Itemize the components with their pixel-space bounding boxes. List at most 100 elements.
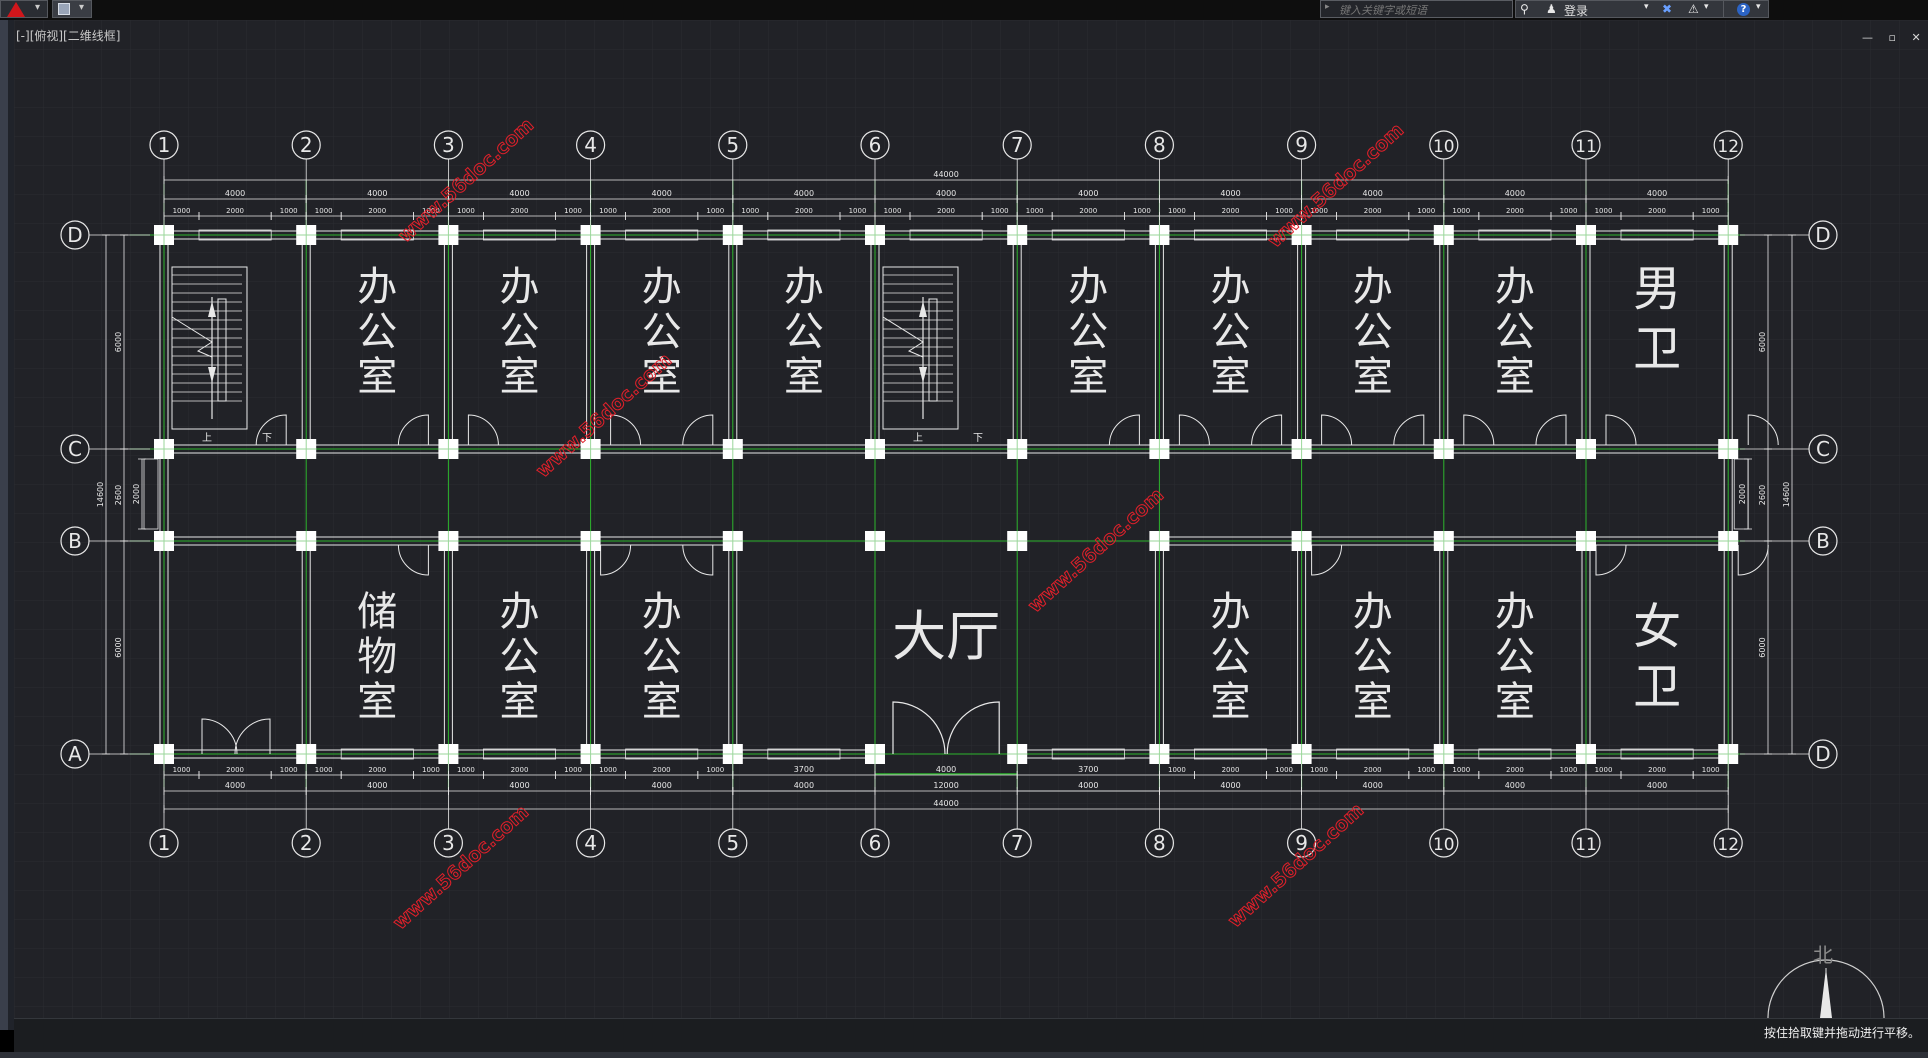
door [1605, 414, 1637, 446]
room-label-bottom: 室 [500, 679, 540, 725]
login-button[interactable]: 登录 [1564, 4, 1589, 18]
background-grid [14, 20, 1928, 1018]
dim-segment-bottom-label: 1000 [1702, 766, 1720, 774]
dim-segment-top-label: 2000 [511, 207, 529, 215]
binoculars-icon[interactable]: ⚲ [1520, 2, 1529, 16]
room-label-top: 公 [1495, 309, 1535, 355]
dim-bay-bottom-label: 4000 [225, 781, 245, 790]
exchange-icon[interactable]: ✖ [1662, 2, 1673, 16]
dim-segment-bottom-label: 1000 [173, 766, 191, 774]
stair-up-label: 上 [913, 432, 923, 444]
dim-segment-top-label: 1000 [1702, 207, 1720, 215]
room-label-top: 室 [1068, 354, 1108, 400]
window [1194, 748, 1268, 760]
dim-total-top-label: 44000 [933, 170, 958, 179]
connect-icon[interactable]: ⚠ [1688, 2, 1699, 16]
dim-left-label: 6000 [114, 637, 123, 657]
dim-right-label: 6000 [1758, 637, 1767, 657]
dim-bay-bottom-label: 4000 [1220, 781, 1240, 790]
window [1478, 229, 1552, 241]
dim-segment-top-label: 1000 [1168, 207, 1186, 215]
north-arrow: 北 [1767, 943, 1885, 1018]
room-label-bottom: 卫 [1633, 659, 1681, 715]
viewport-controls-label[interactable]: [-][俯视][二维线框] [16, 29, 121, 43]
window-controls[interactable]: — ▫ ✕ [1862, 31, 1927, 44]
dim-segment-top-label: 1000 [1417, 207, 1435, 215]
axis-bubble-top-12-label: 12 [1717, 137, 1739, 157]
chevron-down-icon[interactable]: ▾ [1644, 2, 1649, 12]
door [397, 414, 429, 446]
room-label-bottom: 办 [1495, 589, 1535, 635]
axis-grid-lines [130, 180, 1745, 789]
door [1737, 544, 1769, 576]
room-label-top: 室 [642, 354, 682, 400]
dim-segment-top-label: 1000 [1133, 207, 1151, 215]
dim-segment-top-label: 1000 [1595, 207, 1613, 215]
status-message: 按住拾取键并拖动进行平移。 [1763, 1026, 1920, 1040]
dim-right-label: 2600 [1758, 485, 1767, 505]
dim-segment-top-label: 2000 [368, 207, 386, 215]
stairs-center [882, 266, 959, 430]
search-box[interactable]: ▸ [1320, 0, 1513, 18]
window [625, 748, 699, 760]
dim-segment-top-label: 1000 [1310, 207, 1328, 215]
door [1393, 414, 1425, 446]
dim-left-label: 2600 [114, 485, 123, 505]
window [198, 229, 272, 241]
dim-hall-bottom-label: 4000 [936, 765, 956, 774]
dim-segment-bottom-label: 1000 [457, 766, 475, 774]
dim-bay-top-label: 4000 [652, 189, 672, 198]
dim-bay-bottom-label: 4000 [652, 781, 672, 790]
dim-segment-bottom-label: 1000 [599, 766, 617, 774]
room-label-bottom: 室 [642, 679, 682, 725]
stairs-center [919, 301, 927, 317]
left-panel-edge [0, 20, 8, 1030]
axis-bubble-top-4-label: 4 [584, 133, 597, 157]
window [1620, 229, 1694, 241]
room-label-top: 室 [1211, 354, 1251, 400]
dim-segment-top-label: 1000 [741, 207, 759, 215]
axis-bubble-right-D-label: D [1815, 742, 1830, 766]
stairs-west [208, 367, 216, 383]
door [1311, 544, 1343, 576]
help-button[interactable]: ? ▾ [1723, 0, 1769, 18]
search-input[interactable] [1337, 2, 1511, 18]
dim-segment-bottom-label: 2000 [653, 766, 671, 774]
dim-right-inner-label: 2000 [1738, 484, 1747, 504]
application-menu-button[interactable]: ▾ [0, 0, 48, 18]
user-icon[interactable]: ♟ [1546, 2, 1557, 16]
quick-access-toolbar[interactable]: ▾ [52, 0, 92, 18]
axis-bubble-bottom-7-label: 7 [1011, 831, 1024, 855]
axis-bubble-bottom-6-label: 6 [869, 831, 882, 855]
axis-bubble-right-C-label: C [1816, 437, 1830, 461]
room-label-top: 办 [1353, 264, 1393, 310]
chevron-down-icon[interactable]: ▾ [1704, 2, 1709, 12]
room-label-bottom: 公 [642, 634, 682, 680]
doors [201, 414, 1779, 775]
door [397, 544, 429, 576]
expand-icon[interactable]: ▸ [1325, 2, 1330, 12]
dim-bay-top-label: 4000 [1078, 189, 1098, 198]
axis-bubble-right-B-label: B [1816, 529, 1830, 553]
room-labels: 办公室办公室办公室办公室办公室办公室办公室办公室男卫储物室办公室办公室大厅办公室… [357, 261, 1681, 725]
axis-bubble-right-D-label: D [1815, 223, 1830, 247]
room-label-bottom: 室 [357, 679, 397, 725]
window [767, 229, 841, 241]
window [143, 458, 159, 530]
dim-segment-bottom-label: 1000 [1310, 766, 1328, 774]
dim-bay-top-label: 4000 [509, 189, 529, 198]
dim-hall-bottom-label: 3700 [1078, 765, 1098, 774]
room-label-bottom: 室 [1211, 679, 1251, 725]
room-label-top: 办 [500, 264, 540, 310]
window [482, 229, 556, 241]
dim-left-total-label: 14600 [96, 482, 105, 507]
autocad-a-icon [7, 2, 25, 17]
door [610, 414, 642, 446]
stairs-center [919, 367, 927, 383]
window [767, 748, 841, 760]
north-label: 北 [1813, 943, 1833, 967]
dim-right-total-label: 14600 [1782, 482, 1791, 507]
door [1251, 414, 1283, 446]
